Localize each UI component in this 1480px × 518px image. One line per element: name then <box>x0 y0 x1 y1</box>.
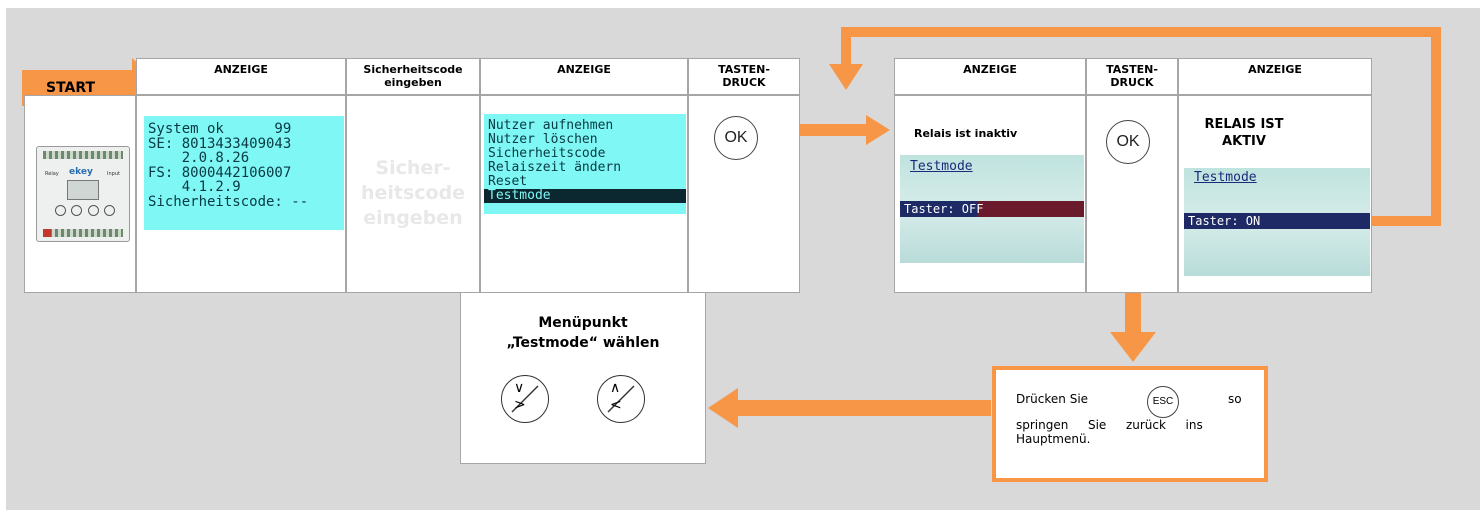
esc-button[interactable]: ESC <box>1147 386 1179 418</box>
left-arrow-head <box>708 388 738 428</box>
device-key-down <box>71 205 83 216</box>
header-sicherheitscode: Sicherheitscode eingeben <box>346 58 480 95</box>
loop-arrowhead <box>829 64 863 90</box>
up-left-button[interactable]: ∧ < <box>597 375 645 423</box>
status-lcd-line-7: Sicherheitscode: -- <box>148 193 309 210</box>
menu-item-1: Nutzer aufnehmen <box>488 118 614 133</box>
status-lcd-line-4: FS: 8000442106007 <box>148 164 292 181</box>
device-keys <box>55 205 115 216</box>
loop-line <box>841 27 1441 226</box>
status-lcd-line-1: System ok 99 <box>148 121 292 137</box>
relais-inaktiv-bar: Taster: OFF <box>900 201 1084 217</box>
ok-button-1[interactable]: OK <box>714 116 758 160</box>
header-anzeige-2: ANZEIGE <box>480 58 688 95</box>
device-screen <box>67 180 99 200</box>
start-label: START <box>46 80 96 96</box>
testmode-select-title: Menüpunkt „Testmode“ wählen <box>506 315 660 351</box>
menu-item-5: Reset <box>488 174 528 189</box>
relais-inaktiv-caption: Relais ist inaktiv <box>914 127 1018 140</box>
esc-text-line2: springen Sie zurück ins <box>1016 418 1203 432</box>
header-sicherheitscode-label: Sicherheitscode eingeben <box>363 63 463 89</box>
arrow-ok-to-inaktiv <box>791 115 890 145</box>
menu-item-2: Nutzer löschen <box>488 132 598 147</box>
up-left-icon <box>607 385 635 413</box>
status-lcd-line-5: 4.1.2.9 <box>148 179 241 195</box>
relais-aktiv-bar: Taster: ON <box>1184 213 1370 229</box>
esc-text-1: Drücken Sie <box>1016 392 1089 406</box>
status-lcd-line-2: SE: 8013433409043 <box>148 135 292 152</box>
down-right-icon <box>511 385 539 413</box>
device-input-label: Input <box>107 171 120 177</box>
testmode-select-box: Menüpunkt „Testmode“ wählen ∨ > ∧ < <box>460 292 706 464</box>
relais-inaktiv-lcd: Testmode Taster: OFF <box>900 155 1084 263</box>
header-anzeige-1: ANZEIGE <box>136 58 346 95</box>
left-arrow-shaft <box>734 400 991 416</box>
sicherheitscode-cell <box>346 95 480 293</box>
ekey-device: Relay ekey Input <box>36 146 130 242</box>
esc-box: Drücken Sie ESC so springen Sie zurück i… <box>992 366 1268 482</box>
down-right-glyphs: ∨ > <box>514 380 526 413</box>
down-right-button[interactable]: ∨ > <box>501 375 549 423</box>
device-ekey-logo: ekey <box>69 167 93 177</box>
device-terminal-bottom <box>43 229 123 237</box>
device-red-terminal <box>43 229 51 237</box>
esc-text-2: so <box>1228 392 1242 406</box>
device-key-esc <box>55 205 66 216</box>
menu-item-4: Relaiszeit ändern <box>488 160 622 175</box>
device-key-up <box>87 205 99 216</box>
down-arrow-head <box>1110 332 1156 362</box>
device-relay-label: Relay <box>45 171 59 177</box>
header-anzeige-4: ANZEIGE <box>1178 58 1372 95</box>
device-terminal-top <box>43 151 123 159</box>
device-key-ok <box>103 205 115 216</box>
status-lcd-line-3: 2.0.8.26 <box>148 150 250 166</box>
status-lcd: System ok 99 SE: 8013433409043 2.0.8.26 … <box>144 116 344 230</box>
menu-item-3: Sicherheitscode <box>488 146 606 161</box>
esc-text-line3: Hauptmenü. <box>1016 432 1091 446</box>
sicherheitscode-big-text: Sicher- heitscode eingeben <box>360 157 466 229</box>
menu-item-selected: Testmode <box>484 189 686 203</box>
relais-aktiv-title: Testmode <box>1194 170 1257 185</box>
menu-lcd: Nutzer aufnehmen Nutzer löschen Sicherhe… <box>484 114 686 214</box>
header-tastendruck-2: TASTEN- DRUCK <box>1086 58 1178 95</box>
relais-aktiv-lcd: Testmode Taster: ON <box>1184 168 1370 276</box>
ok-button-2[interactable]: OK <box>1106 120 1150 164</box>
relais-aktiv-caption: RELAIS IST AKTIV <box>1204 117 1284 149</box>
up-left-glyphs: ∧ < <box>610 380 622 413</box>
header-tastendruck-1: TASTEN- DRUCK <box>688 58 800 95</box>
relais-inaktiv-title: Testmode <box>910 159 973 174</box>
header-anzeige-3: ANZEIGE <box>894 58 1086 95</box>
